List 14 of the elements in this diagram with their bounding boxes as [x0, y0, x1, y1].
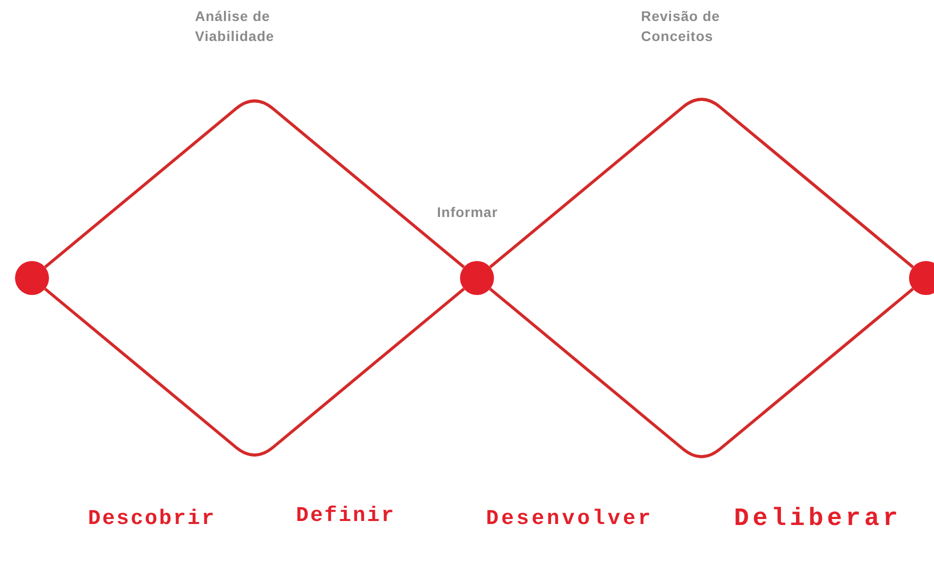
node-dot: [460, 261, 494, 295]
phase-name: Descobrir: [88, 508, 216, 531]
phase-heading: Revisão de Conceitos: [641, 7, 721, 46]
connector-line: [489, 288, 914, 458]
phase-heading: Análise de Viabilidade: [195, 7, 276, 46]
connector-line: [44, 100, 465, 268]
phase-name: Definir: [296, 505, 396, 528]
node-dot: [909, 261, 934, 295]
stage-label: Informar: [437, 203, 498, 222]
connector-line: [489, 98, 914, 268]
connector-line: [44, 288, 465, 456]
phase-name: Desenvolver: [486, 508, 654, 531]
phase-name: Deliberar: [734, 504, 902, 533]
node-dot: [15, 261, 49, 295]
